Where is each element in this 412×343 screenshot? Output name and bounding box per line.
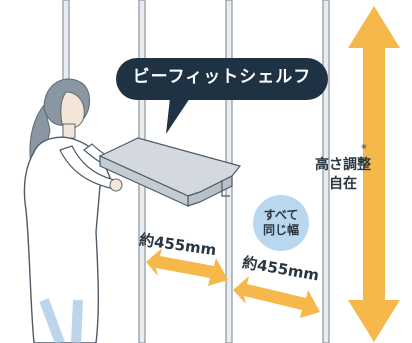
same-width-badge: すべて 同じ幅 (248, 197, 314, 249)
woman-figure (23, 78, 128, 343)
speech-bubble (116, 58, 328, 134)
height-text-line-2: 自在 (329, 176, 357, 192)
height-footnote-mark: ※ (361, 143, 367, 151)
height-text-line-1: 高さ調整 (315, 157, 371, 173)
width-arrow-2 (233, 276, 320, 318)
shelf-board (98, 137, 242, 207)
product-name: ビーフィットシェルフ (132, 67, 312, 87)
width-arrow-1 (146, 248, 228, 286)
height-adjustable-label: 高さ調整 自在 (313, 156, 373, 194)
height-arrow (348, 6, 400, 342)
same-width-badge-bg (253, 195, 309, 251)
badge-line-1: すべて (263, 208, 299, 222)
badge-line-2: 同じ幅 (262, 223, 299, 237)
